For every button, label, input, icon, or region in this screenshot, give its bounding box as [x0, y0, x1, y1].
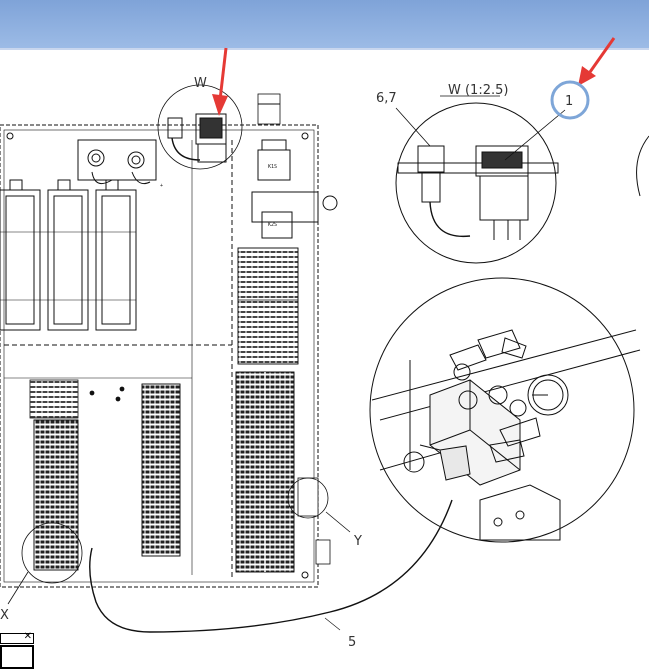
label-part-5: 5 — [348, 635, 356, 650]
header-bar — [0, 0, 649, 50]
terminal-module — [237, 247, 299, 365]
label-detail-w-scale: W (1:2.5) — [448, 83, 508, 98]
svg-text:+: + — [160, 183, 163, 189]
label-y: Y — [353, 534, 362, 549]
fuse-holder-group — [0, 179, 137, 331]
leader-x — [7, 571, 29, 605]
mini-window: ✕ — [0, 631, 34, 670]
panel-switch-w — [157, 84, 281, 170]
terminal-strip-right — [235, 371, 331, 573]
switch-block: + — [77, 139, 163, 189]
detail-circle-partial — [636, 135, 649, 197]
label-part-1: 1 — [565, 94, 573, 109]
mini-window-titlebar: ✕ — [0, 631, 34, 644]
relay-group: K1S K2S — [251, 139, 338, 239]
electrical-panel — [0, 124, 319, 588]
terminal-strip-center — [141, 383, 181, 557]
leader-y — [325, 511, 351, 533]
highlight-circle-part-1 — [550, 80, 590, 120]
svg-text:K2S: K2S — [268, 222, 277, 228]
svg-text:K1S: K1S — [268, 164, 277, 170]
highlight-arrow-part-1 — [578, 37, 616, 86]
label-x: X — [0, 608, 9, 623]
label-detail-w: W — [194, 76, 207, 91]
detail-w-magnified — [395, 95, 566, 264]
label-part-6-7: 6,7 — [376, 91, 397, 106]
hose-5 — [89, 499, 453, 633]
close-icon[interactable]: ✕ — [23, 631, 32, 642]
terminal-strip-left — [29, 379, 125, 571]
highlight-arrow-switch — [212, 47, 228, 116]
valve-detail — [369, 277, 641, 543]
detail-circle-x — [21, 522, 83, 584]
detail-circle-y — [287, 477, 329, 519]
mini-window-body — [0, 645, 34, 669]
